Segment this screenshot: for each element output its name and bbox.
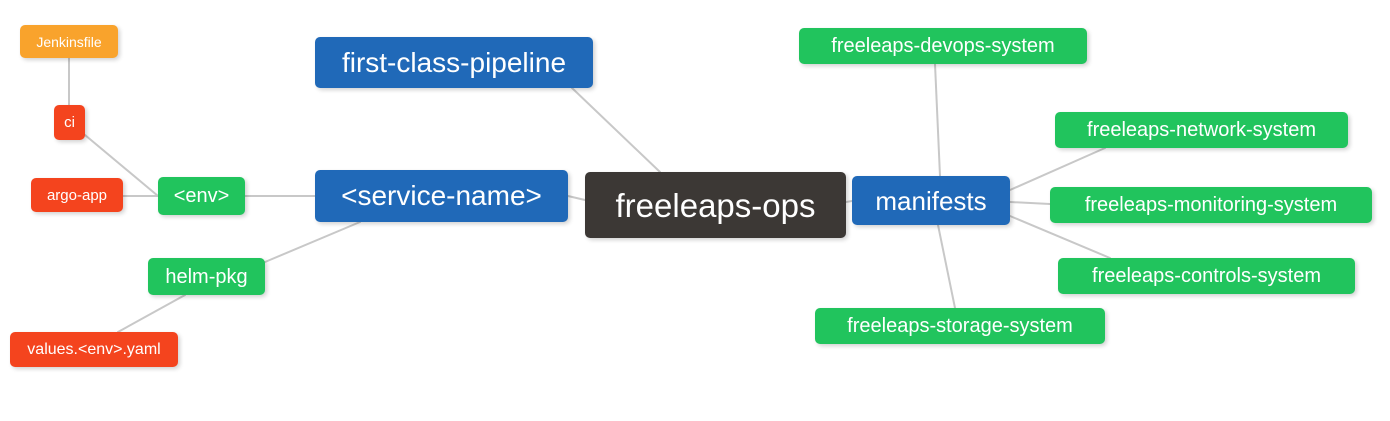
- node-service-name[interactable]: <service-name>: [315, 170, 568, 222]
- edge-values-yaml-to-helm-pkg: [117, 294, 186, 333]
- node-jenkinsfile[interactable]: Jenkinsfile: [20, 25, 118, 58]
- node-argo-app[interactable]: argo-app: [31, 178, 123, 212]
- node-freeleaps-devops-system[interactable]: freeleaps-devops-system: [799, 28, 1087, 64]
- edge-manifests-to-freeleaps-storage-system: [937, 224, 956, 309]
- edge-freeleaps-ops-to-manifests: [845, 200, 853, 203]
- node-manifests[interactable]: manifests: [852, 176, 1010, 225]
- edge-manifests-to-freeleaps-devops-system: [934, 63, 941, 177]
- edge-manifests-to-freeleaps-monitoring-system: [1009, 201, 1051, 205]
- edge-helm-pkg-to-service-name: [264, 221, 361, 263]
- edge-manifests-to-freeleaps-network-system: [1009, 147, 1106, 191]
- node-freeleaps-monitoring-system[interactable]: freeleaps-monitoring-system: [1050, 187, 1372, 223]
- edge-first-class-pipeline-to-freeleaps-ops: [571, 87, 661, 173]
- edge-service-name-to-freeleaps-ops: [567, 195, 586, 201]
- node-helm-pkg[interactable]: helm-pkg: [148, 258, 265, 295]
- node-freeleaps-controls-system[interactable]: freeleaps-controls-system: [1058, 258, 1355, 294]
- edge-ci-to-env: [84, 134, 159, 197]
- edge-manifests-to-freeleaps-controls-system: [1009, 215, 1111, 259]
- node-ci[interactable]: ci: [54, 105, 85, 140]
- node-values-yaml[interactable]: values.<env>.yaml: [10, 332, 178, 367]
- node-freeleaps-network-system[interactable]: freeleaps-network-system: [1055, 112, 1348, 148]
- node-env[interactable]: <env>: [158, 177, 245, 215]
- node-freeleaps-storage-system[interactable]: freeleaps-storage-system: [815, 308, 1105, 344]
- node-first-class-pipeline[interactable]: first-class-pipeline: [315, 37, 593, 88]
- node-freeleaps-ops[interactable]: freeleaps-ops: [585, 172, 846, 238]
